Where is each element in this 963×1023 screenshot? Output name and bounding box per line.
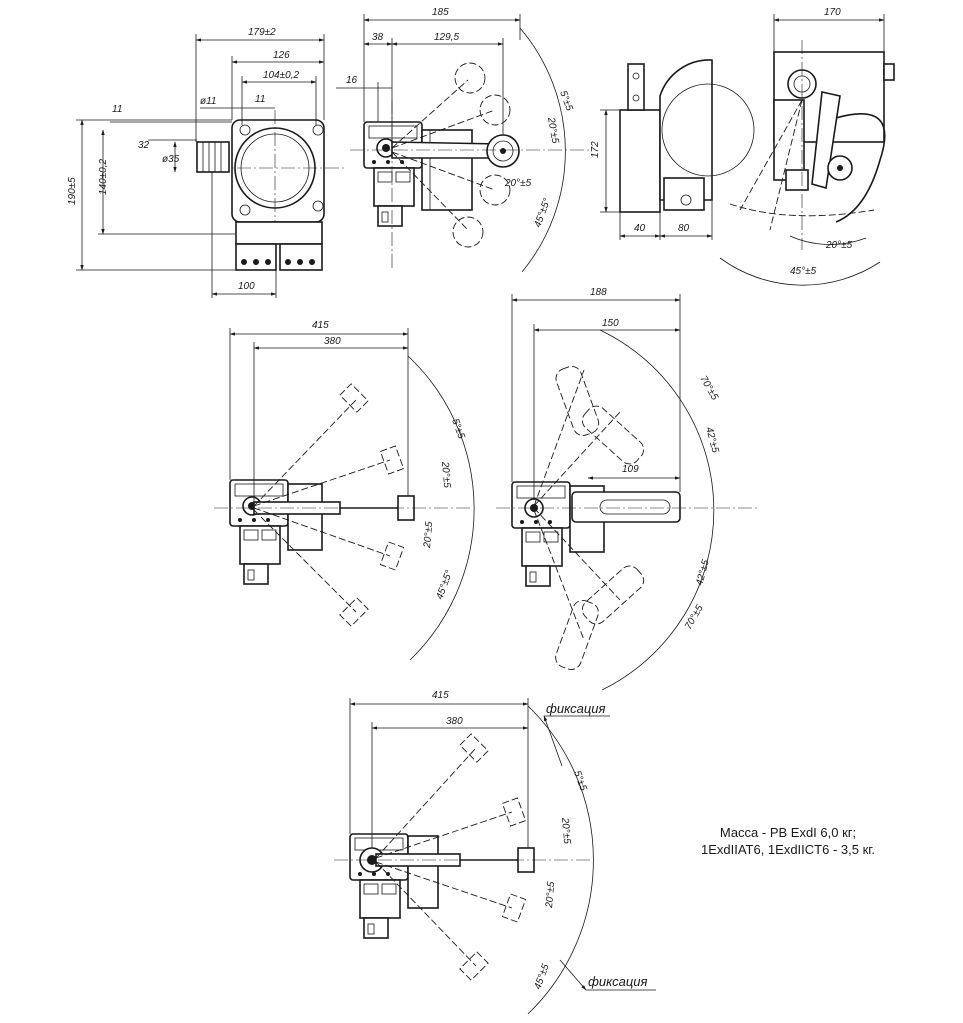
fixation-label-bottom: фиксация xyxy=(588,974,647,989)
dim-170: 170 xyxy=(824,7,841,18)
dim-126: 126 xyxy=(273,50,290,61)
mass-note-line2: 1ExdIIAT6, 1ExdIICT6 - 3,5 кг. xyxy=(700,842,876,857)
dim-32: 32 xyxy=(138,140,150,151)
fork-angle-42b: 42°±5 xyxy=(694,558,712,587)
front-view: 179±2 126 104±0,2 11 ø11 11 32 ø35 190±5… xyxy=(67,27,345,298)
side-roller-view: 5°±5 20°±5 20°±5 45°±5° 185 38 129,5 16 xyxy=(336,7,590,273)
top-view: 172 40 80 xyxy=(590,59,755,240)
fork-dim-188: 188 xyxy=(590,287,607,298)
angle-5: 5°±5 xyxy=(557,89,575,113)
rod-angle-20b: 20°±5 xyxy=(422,521,435,549)
rod-dim-415: 415 xyxy=(312,320,329,331)
lever-fork-view: 70°±5 42°±5 109 42°±5 70°±5 188 150 xyxy=(496,287,760,691)
angle-20-right: 20°±5 xyxy=(825,240,853,251)
rod-angle-20a: 20°±5 xyxy=(439,460,452,488)
dim-40: 40 xyxy=(634,223,646,234)
dim-80: 80 xyxy=(678,223,690,234)
fix-angle-5: 5°±5 xyxy=(571,769,589,793)
fixation-label-top: фиксация xyxy=(546,701,605,716)
dim-38: 38 xyxy=(372,32,384,43)
lever-rod-view: 5°±5 20°±5 20°±5 45°±5° 415 380 xyxy=(214,320,475,661)
dim-d35: ø35 xyxy=(162,154,180,165)
dim-185: 185 xyxy=(432,7,449,18)
fix-dim-415: 415 xyxy=(432,690,449,701)
angle-20b: 20°±5 xyxy=(504,178,532,189)
dim-104: 104±0,2 xyxy=(263,70,300,81)
fix-angle-20a: 20°±5 xyxy=(559,816,572,844)
fork-angle-70a: 70°±5 xyxy=(697,374,720,403)
angle-20a: 20°±5 xyxy=(545,116,561,145)
angle-45: 45°±5° xyxy=(532,197,553,229)
fork-angle-70b: 70°±5 xyxy=(683,603,706,632)
dim-100: 100 xyxy=(238,281,255,292)
fork-dim-150: 150 xyxy=(602,318,619,329)
dim-172: 172 xyxy=(590,141,601,158)
fork-angle-42a: 42°±5 xyxy=(703,426,721,455)
dim-11-v: 11 xyxy=(112,104,122,115)
dim-d11: ø11 xyxy=(200,96,217,107)
fix-angle-45: 45°±5 xyxy=(532,962,551,991)
mass-note-line1: Масса - РВ ExdI 6,0 кг; xyxy=(719,825,857,840)
fork-dim-109: 109 xyxy=(622,464,639,475)
dim-190: 190±5 xyxy=(67,177,78,205)
rod-angle-5: 5°±5 xyxy=(449,417,467,441)
fix-angle-20b: 20°±5 xyxy=(544,881,557,909)
dim-179: 179±2 xyxy=(248,27,276,38)
mass-note: Масса - РВ ExdI 6,0 кг; 1ExdIIAT6, 1ExdI… xyxy=(668,824,908,858)
dim-16: 16 xyxy=(346,75,358,86)
fix-dim-380: 380 xyxy=(446,716,463,727)
rod-angle-45: 45°±5° xyxy=(434,569,455,601)
dim-140: 140±0,2 xyxy=(98,158,109,195)
dim-129: 129,5 xyxy=(434,32,459,43)
dim-11-h: 11 xyxy=(255,94,265,105)
lever-fixed-view: 5°±5 20°±5 20°±5 45°±5 415 380 фиксация … xyxy=(334,690,656,1015)
rod-dim-380: 380 xyxy=(324,336,341,347)
side-right-view: 20°±5 45°±5 170 xyxy=(719,7,895,286)
angle-45-right: 45°±5 xyxy=(790,266,817,277)
